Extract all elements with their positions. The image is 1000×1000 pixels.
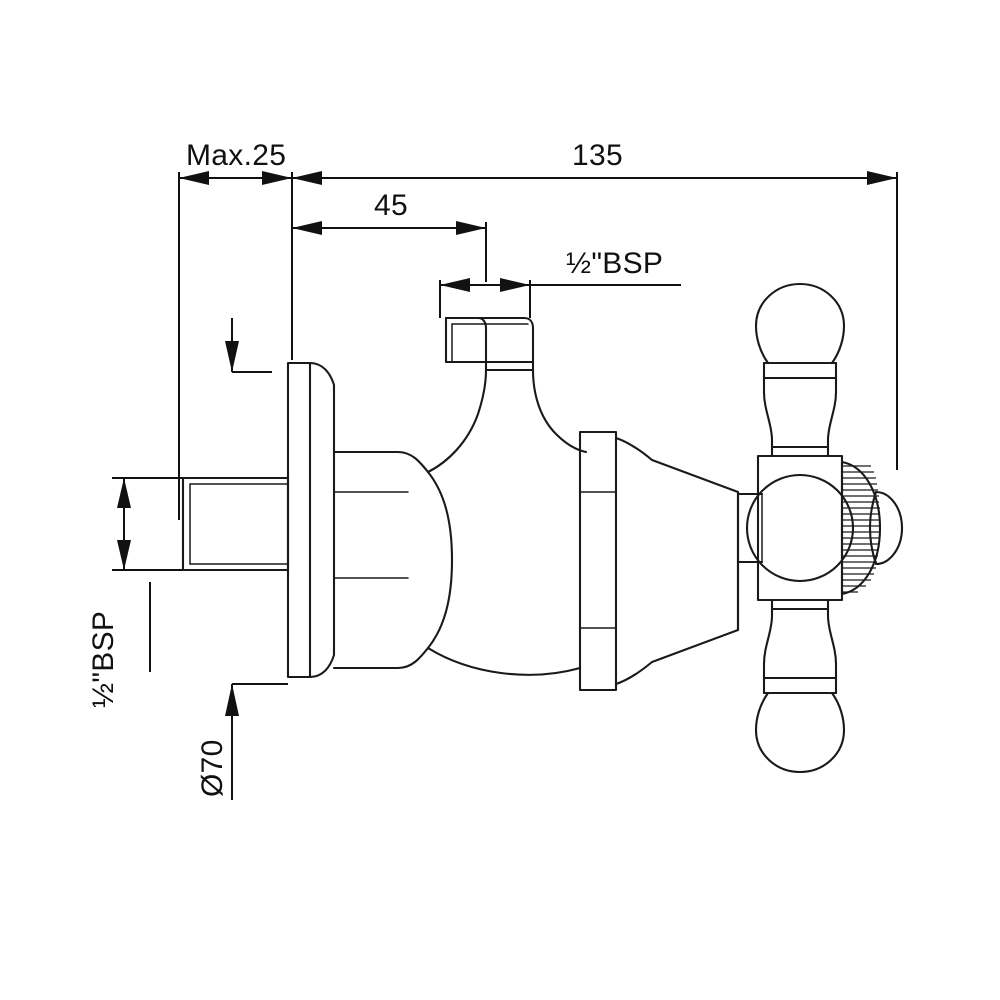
dimension-label-diameter-70: Ø70	[196, 739, 229, 797]
handle-end-cap	[868, 490, 904, 566]
dimension-45: 45	[292, 189, 486, 235]
inlet-spigot	[181, 476, 290, 572]
valve-body	[332, 368, 588, 676]
dimension-label-135: 135	[572, 139, 623, 172]
bonnet-nut	[578, 430, 618, 692]
handle-arm-upper	[754, 282, 846, 458]
dimension-escutcheon-diameter: Ø70	[196, 684, 239, 800]
dimension-max25: Max.25	[179, 139, 292, 185]
spindle-cone	[614, 436, 740, 686]
dimension-outlet-thread: ½"BSP	[440, 247, 681, 292]
knurl-teeth	[842, 465, 880, 593]
knurled-ring	[840, 460, 882, 596]
outlet-riser	[444, 316, 535, 372]
dimension-inlet-thread: ½"BSP	[87, 478, 151, 708]
dimension-label-45: 45	[374, 189, 408, 222]
dimension-label-max25: Max.25	[186, 139, 286, 172]
extension-lines	[112, 172, 898, 685]
handle-arm-lower	[754, 598, 846, 774]
handle-hub	[745, 454, 855, 602]
escutcheon-leader	[225, 318, 272, 373]
dimension-label-outlet-bsp: ½"BSP	[566, 247, 663, 280]
dimension-label-inlet-bsp: ½"BSP	[87, 611, 120, 708]
escutcheon-flange	[286, 361, 336, 679]
dimension-overall-135: 135	[292, 139, 897, 185]
